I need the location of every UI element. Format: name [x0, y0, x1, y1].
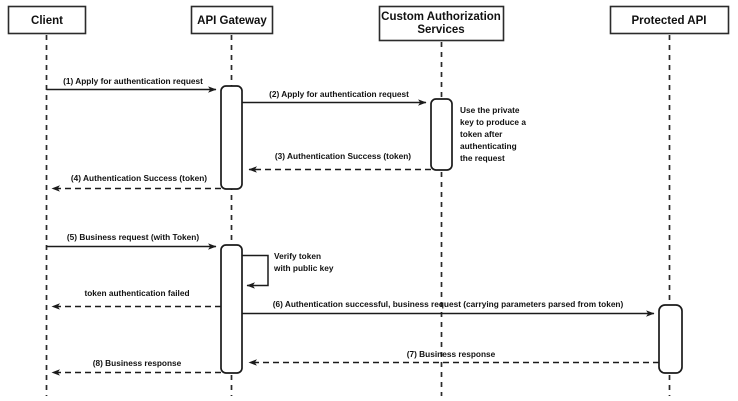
message-1[interactable]: (1) Apply for authentication request	[46, 76, 217, 93]
lifeline-head-api-gateway[interactable]: API Gateway	[190, 5, 274, 35]
message-3-label: (3) Authentication Success (token)	[275, 151, 411, 161]
message-8-label: (8) Business response	[93, 358, 182, 368]
message-6-label: (6) Authentication successful, business …	[273, 299, 624, 309]
activation-api-gateway-auth[interactable]	[220, 85, 243, 190]
activation-api-gateway-business[interactable]	[220, 244, 243, 374]
message-5-label: (5) Business request (with Token)	[67, 232, 199, 242]
lifeline-head-custom-authorization-services[interactable]: Custom Authorization Services	[378, 5, 505, 42]
message-1-label: (1) Apply for authentication request	[63, 76, 203, 86]
lifeline-label-client: Client	[31, 15, 63, 27]
activation-custom-auth-service[interactable]	[430, 98, 453, 171]
lifeline-label-custom-authorization-services-line2: Services	[417, 24, 464, 36]
note-private-key: Use the private key to produce a token a…	[460, 105, 526, 163]
message-token-authentication-failed[interactable]: token authentication failed	[51, 288, 221, 310]
note-private-key-line-2: key to produce a	[460, 117, 526, 127]
note-private-key-line-5: the request	[460, 153, 505, 163]
lifeline-head-protected-api[interactable]: Protected API	[609, 5, 730, 35]
note-private-key-line-4: authenticating	[460, 141, 517, 151]
message-7[interactable]: (7) Business response	[248, 349, 659, 366]
message-2[interactable]: (2) Apply for authentication request	[242, 89, 427, 106]
message-5[interactable]: (5) Business request (with Token)	[46, 232, 217, 250]
message-3[interactable]: (3) Authentication Success (token)	[248, 151, 431, 173]
self-message-verify-token[interactable]: Verify token with public key	[242, 251, 334, 289]
note-verify-token-line-2: with public key	[273, 263, 334, 273]
note-private-key-line-3: token after	[460, 129, 503, 139]
activation-bars	[220, 85, 683, 374]
message-4-label: (4) Authentication Success (token)	[71, 173, 207, 183]
lifeline-label-protected-api: Protected API	[632, 15, 707, 27]
note-private-key-line-1: Use the private	[460, 105, 520, 115]
message-token-authentication-failed-label: token authentication failed	[84, 288, 189, 298]
lifeline-label-api-gateway: API Gateway	[197, 15, 267, 27]
message-8[interactable]: (8) Business response	[51, 358, 221, 376]
activation-protected-api[interactable]	[658, 304, 683, 374]
message-6[interactable]: (6) Authentication successful, business …	[242, 299, 655, 317]
message-4[interactable]: (4) Authentication Success (token)	[51, 173, 221, 192]
note-verify-token-line-1: Verify token	[274, 251, 321, 261]
lifeline-head-client[interactable]: Client	[7, 5, 87, 35]
lifeline-label-custom-authorization-services-line1: Custom Authorization	[381, 11, 501, 23]
message-2-label: (2) Apply for authentication request	[269, 89, 409, 99]
message-7-label: (7) Business response	[407, 349, 496, 359]
